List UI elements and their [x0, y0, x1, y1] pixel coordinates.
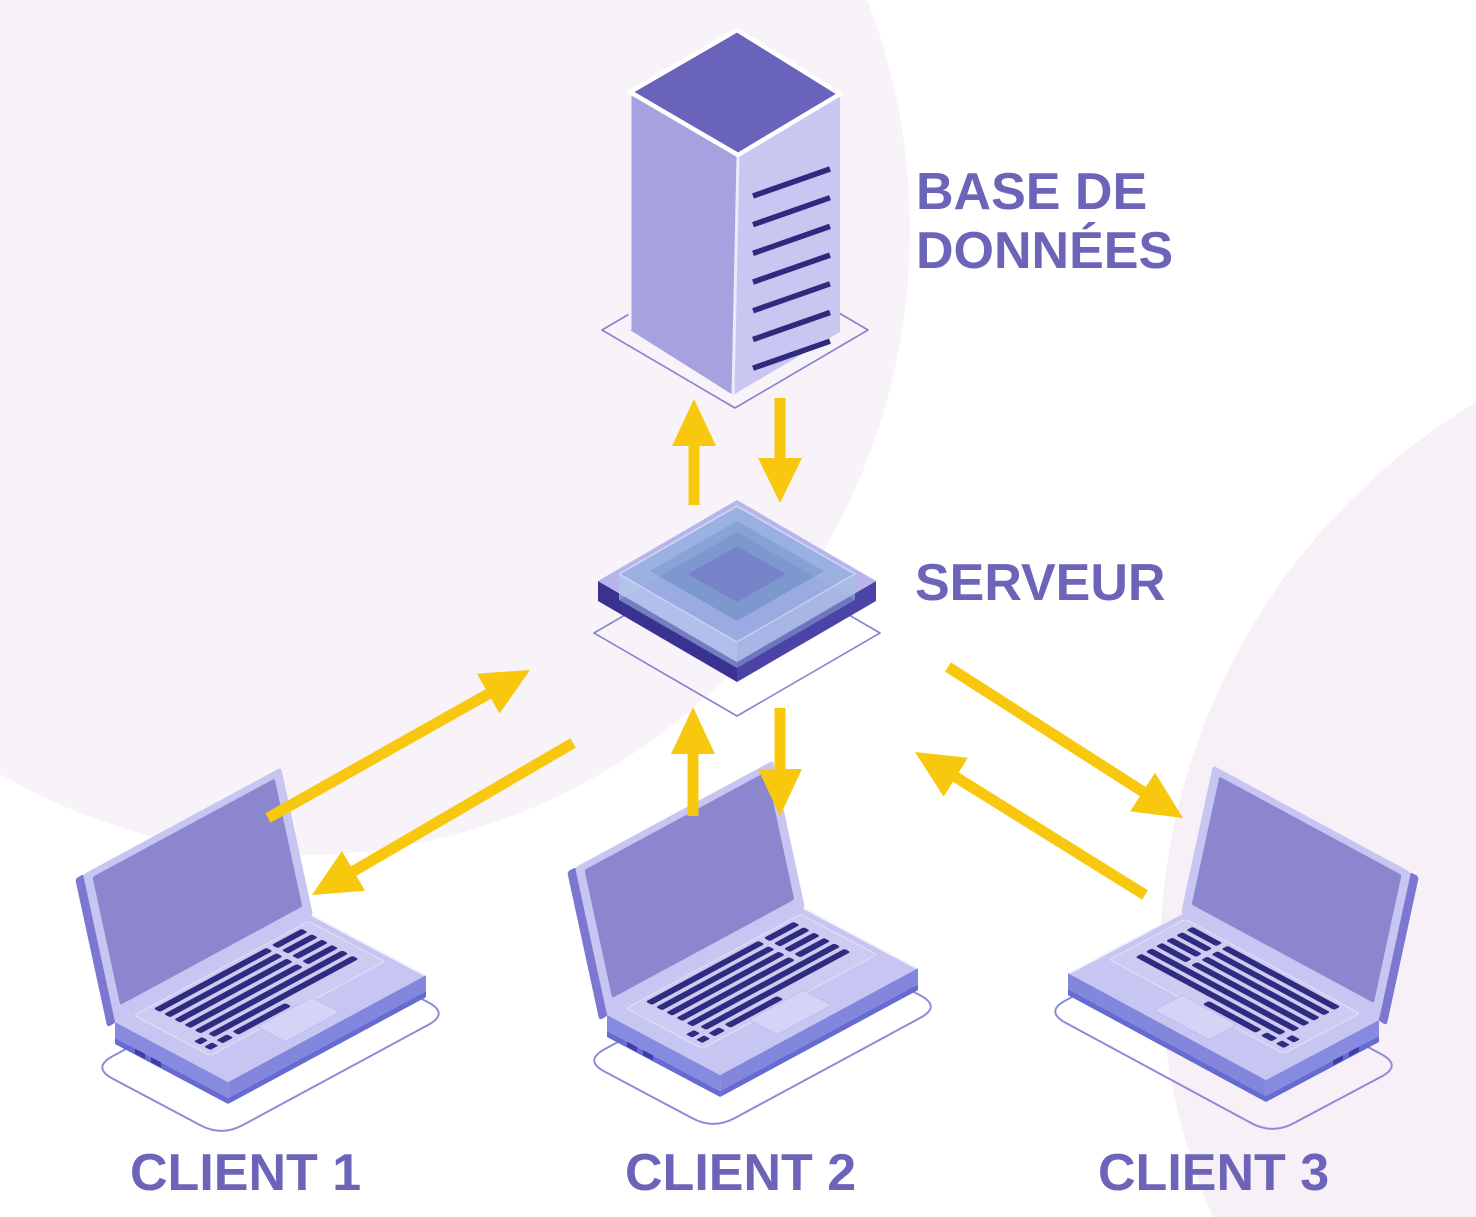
- server-chip-icon: [593, 500, 881, 717]
- database-tower-icon: [601, 27, 869, 409]
- arrow-client2-to-server: [671, 707, 715, 816]
- arrow-client3-to-server: [915, 752, 1148, 900]
- client2-label: CLIENT 2: [625, 1144, 857, 1202]
- arrow-client1-to-server: [265, 670, 530, 823]
- arrow-server-to-client1: [312, 738, 576, 895]
- laptop-icon-client2: [566, 759, 932, 1125]
- database-label: BASE DE DONNÉES: [916, 163, 1174, 280]
- arrow-server-to-client3: [945, 662, 1183, 818]
- arrow-server-to-database: [672, 399, 716, 505]
- database-vent-lines: [752, 166, 831, 371]
- arrow-server-to-client2: [758, 708, 802, 816]
- laptop-icon-client1: [74, 766, 440, 1132]
- client1-label: CLIENT 1: [130, 1144, 362, 1202]
- arrow-database-to-server: [758, 398, 802, 503]
- server-label: SERVEUR: [915, 554, 1166, 612]
- laptop-icon-client3: [1054, 764, 1420, 1130]
- client3-label: CLIENT 3: [1098, 1144, 1330, 1202]
